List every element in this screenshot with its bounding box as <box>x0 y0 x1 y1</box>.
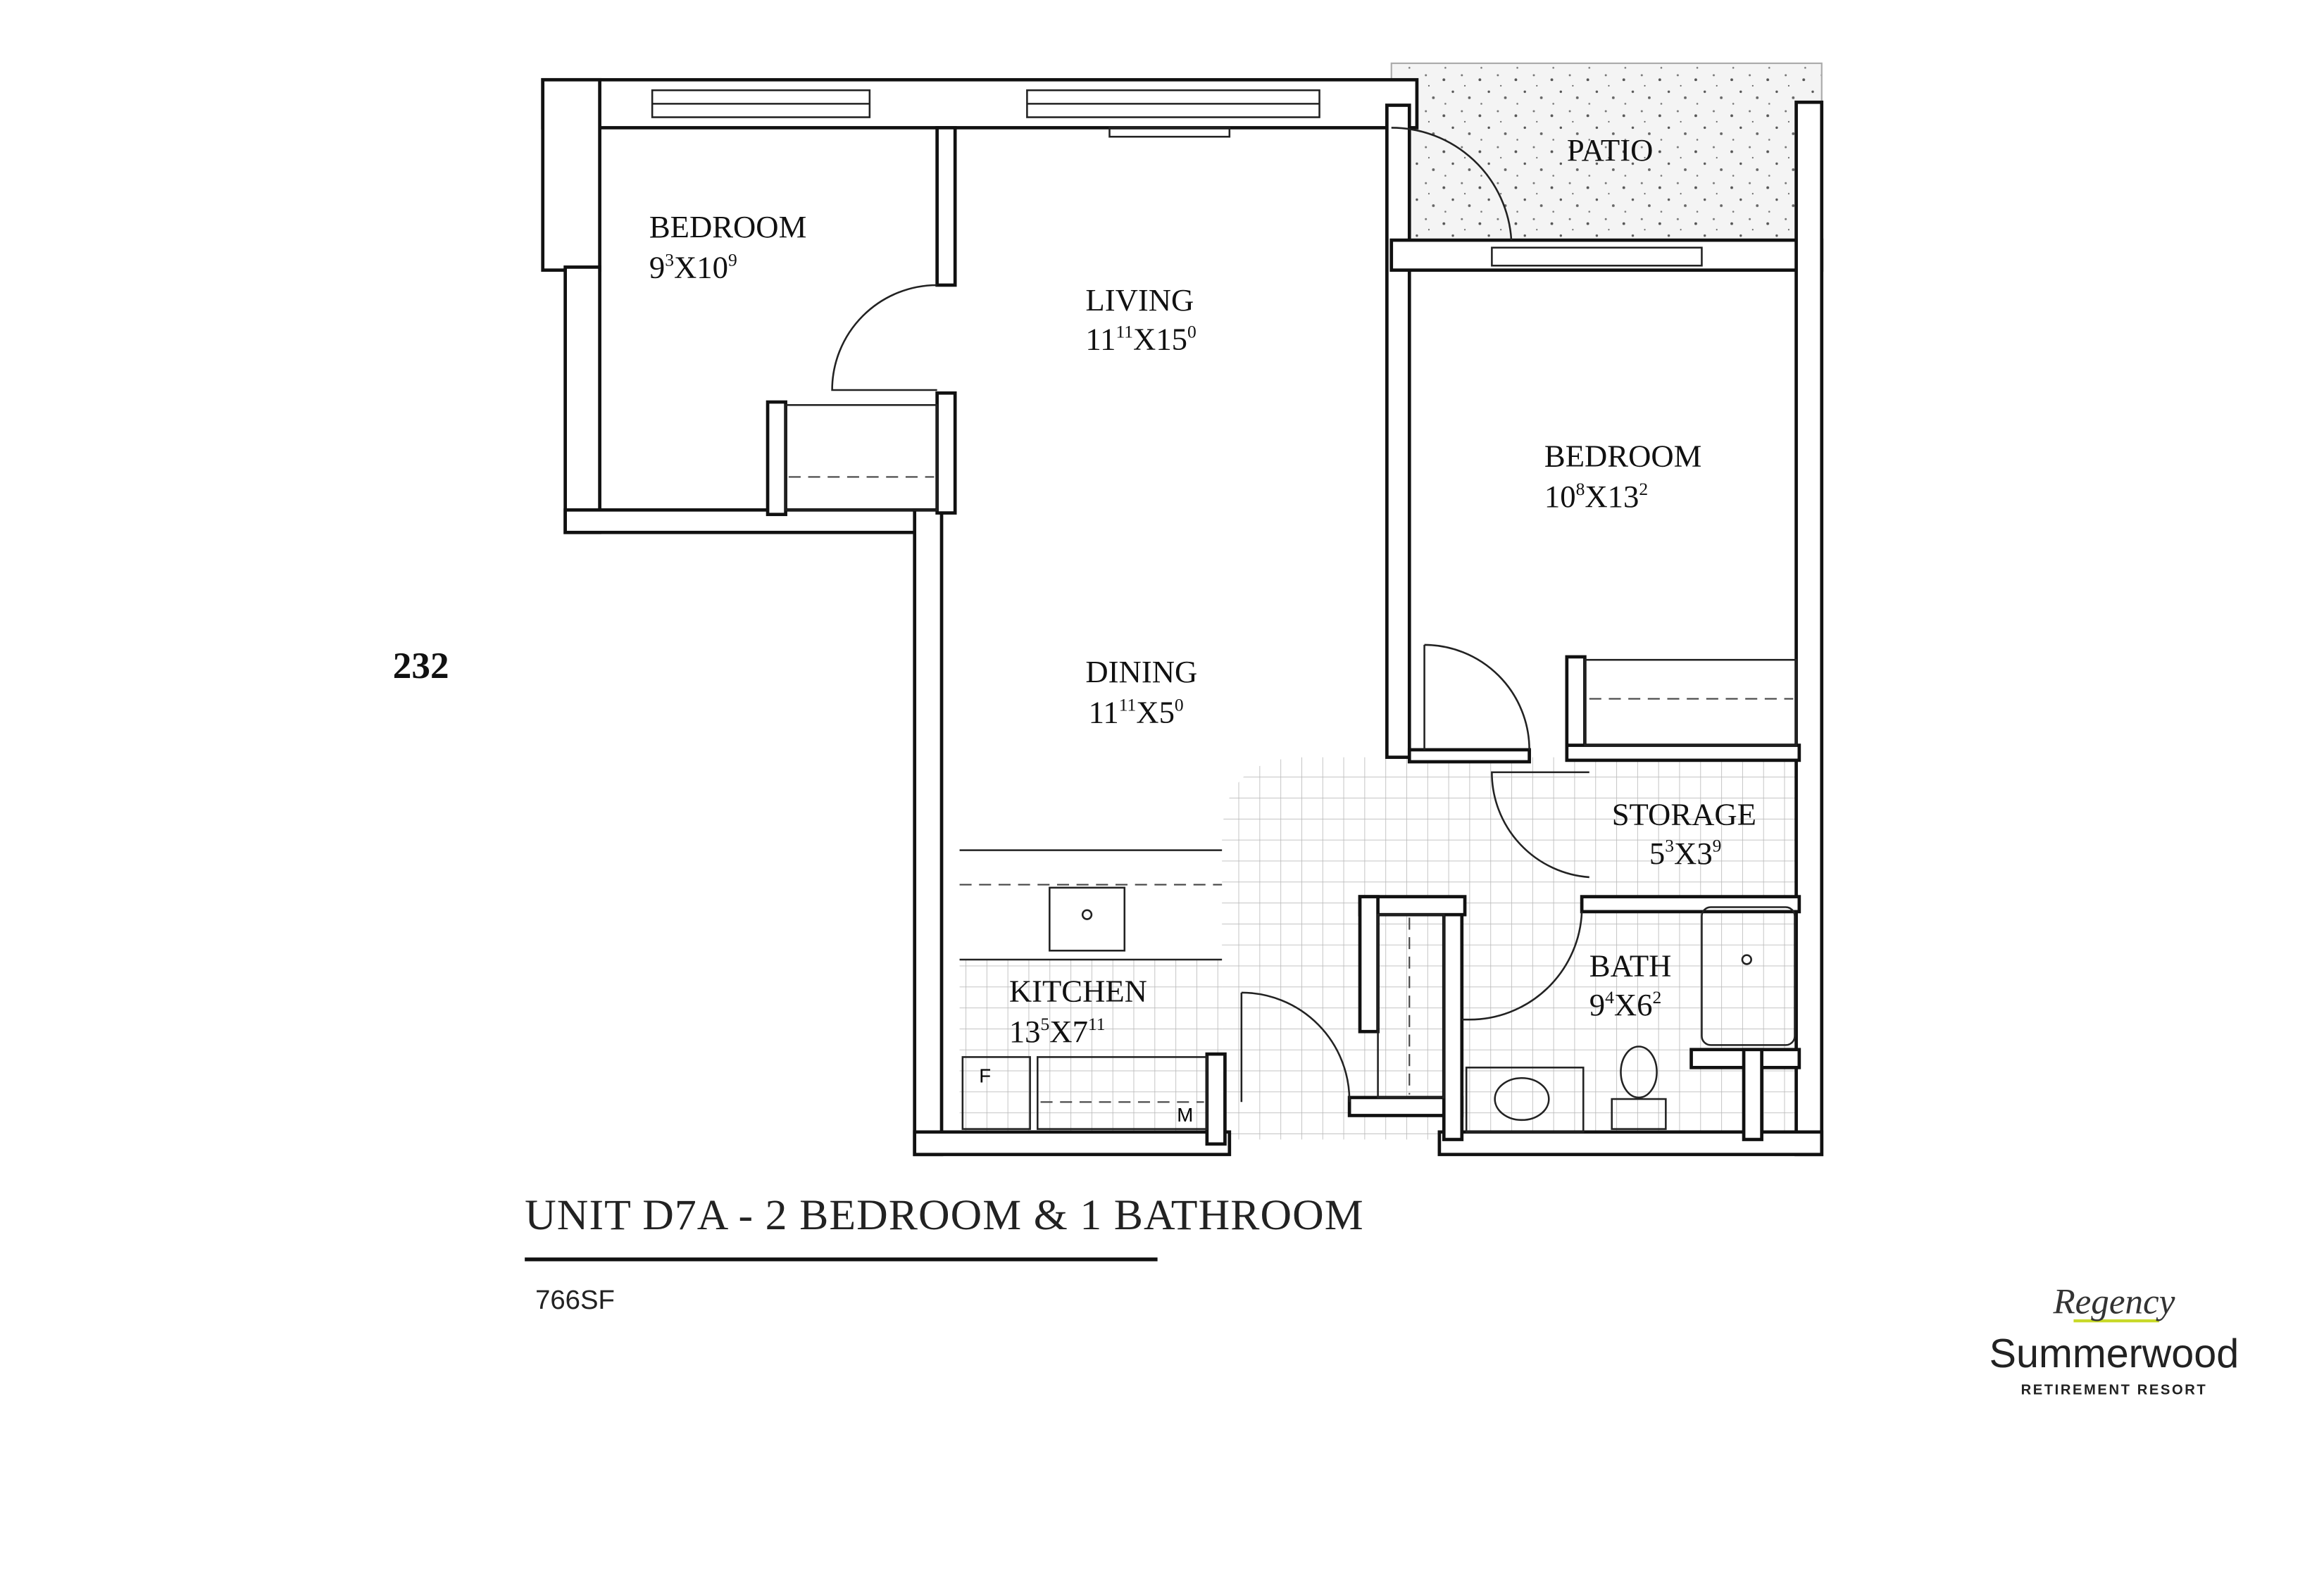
windows <box>651 89 1703 267</box>
logo-tagline: RETIREMENT RESORT <box>2021 1382 2208 1398</box>
plan-title: UNIT D7A - 2 BEDROOM & 1 BATHROOM <box>525 1191 1364 1239</box>
sink-icon <box>1049 886 1126 952</box>
microwave-label: M <box>1177 1104 1193 1126</box>
walls <box>541 77 1824 1157</box>
room-name-bedroom-2: BEDROOM <box>1544 439 1701 474</box>
room-dims-storage: 53X39 <box>1649 836 1722 871</box>
tile-floor <box>1222 757 1799 1140</box>
room-name-patio: PATIO <box>1567 132 1654 168</box>
room-dims-bedroom-2: 108X132 <box>1544 479 1648 514</box>
room-name-living: LIVING <box>1085 282 1194 318</box>
room-dims-bath: 94X62 <box>1589 987 1662 1022</box>
toilet-icon <box>1620 1045 1658 1099</box>
shower-icon <box>1701 906 1796 1046</box>
kitchen-fixtures: F M <box>959 849 1223 1130</box>
room-name-bath: BATH <box>1589 948 1672 983</box>
logo-script: Regency <box>2052 1281 2175 1321</box>
logo-name: Summerwood <box>1989 1331 2239 1376</box>
regency-summerwood-logo: Regency Summerwood RETIREMENT RESORT <box>1989 1281 2239 1398</box>
fridge-icon <box>961 1056 1031 1130</box>
room-dims-bedroom-1: 93X109 <box>649 249 737 284</box>
fridge-label: F <box>979 1065 991 1087</box>
basin-icon <box>1494 1076 1550 1122</box>
bath-fixtures <box>1465 906 1796 1133</box>
closets <box>785 404 1797 1099</box>
unit-number: 232 <box>393 645 449 686</box>
room-name-dining: DINING <box>1085 654 1197 689</box>
room-labels: BEDROOM 93X109 LIVING 1111X150 BEDROOM 1… <box>649 132 1756 1049</box>
room-name-storage: STORAGE <box>1612 796 1756 831</box>
room-dims-dining: 1111X50 <box>1089 695 1184 730</box>
room-dims-living: 1111X150 <box>1085 321 1196 356</box>
room-dims-kitchen: 135X711 <box>1009 1014 1106 1049</box>
doors <box>831 127 1589 1103</box>
room-name-bedroom-1: BEDROOM <box>649 209 806 244</box>
area-label: 766SF <box>535 1285 615 1315</box>
room-name-kitchen: KITCHEN <box>1009 974 1147 1009</box>
kitchen-tile <box>959 960 1223 1132</box>
